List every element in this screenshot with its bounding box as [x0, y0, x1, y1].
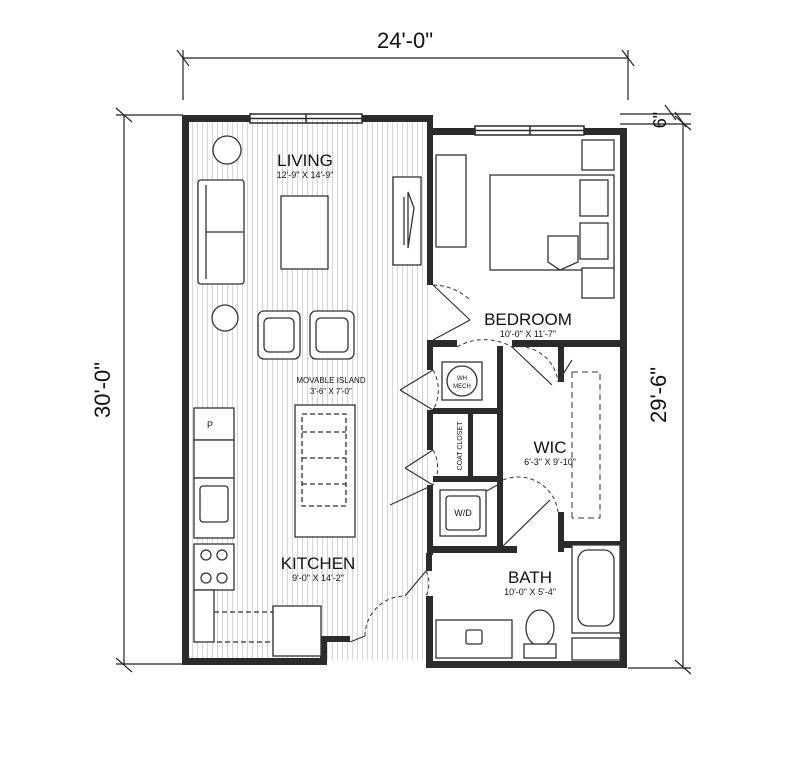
closet-fixtures	[439, 361, 487, 537]
dimension-lines	[115, 49, 692, 675]
pantry-label: P	[207, 420, 213, 430]
pantry	[193, 407, 235, 441]
windows	[249, 113, 585, 136]
overall-height-label-right: 29'-6"	[646, 367, 671, 423]
wic-size: 6'-3" X 9'-10"	[524, 457, 576, 467]
coffee-table	[280, 195, 329, 270]
coat-closet-label: COAT CLOSET	[457, 421, 464, 470]
kitchen-counters	[193, 407, 322, 657]
wh-mech-label-1: WH	[457, 376, 467, 382]
sink	[199, 485, 229, 523]
range	[193, 543, 235, 591]
bedroom-size: 10'-0" X 11'-7"	[500, 329, 556, 339]
dishwasher	[272, 605, 322, 657]
wic-shelving	[571, 371, 601, 519]
bath-label: BATH	[508, 568, 552, 587]
island-size: 3'-6" X 7'-0"	[310, 387, 352, 396]
tv-console	[392, 176, 422, 266]
washer-dryer-label: W/D	[454, 508, 472, 518]
tv	[407, 191, 415, 249]
vanity	[435, 619, 513, 659]
nightstand-bottom	[581, 267, 615, 299]
bedroom-furniture	[435, 139, 615, 299]
living-size: 12'-9" X 14'-9"	[277, 170, 334, 180]
living-furniture	[197, 135, 422, 360]
floor-lamp-top	[212, 135, 242, 165]
wh-mech-label-2: MECH	[453, 384, 471, 390]
living-label: LIVING	[277, 151, 333, 170]
movable-island	[294, 404, 356, 538]
bedroom-label: BEDROOM	[484, 310, 572, 329]
overall-height-label-left: 30'-0"	[90, 362, 115, 418]
island-label: MOVABLE ISLAND	[296, 376, 365, 385]
kitchen-label: KITCHEN	[281, 554, 356, 573]
fridge	[193, 439, 235, 479]
tub-end	[571, 637, 621, 661]
wic-label: WIC	[533, 438, 566, 457]
floor-lamp-bottom	[211, 304, 239, 332]
counter-bottom	[193, 589, 215, 643]
offset-dimension-label: 6"	[650, 112, 670, 128]
toilet	[525, 609, 555, 647]
exterior-walls	[182, 115, 627, 668]
nightstand-top	[581, 139, 615, 171]
overall-width-label: 24'-0"	[377, 28, 433, 53]
kitchen-size: 9'-0" X 14'-2"	[292, 573, 344, 583]
dresser	[435, 154, 467, 248]
bath-fixtures	[435, 544, 621, 661]
door-swings	[364, 284, 559, 637]
bath-size: 10'-0" X 5'-4"	[504, 587, 556, 597]
